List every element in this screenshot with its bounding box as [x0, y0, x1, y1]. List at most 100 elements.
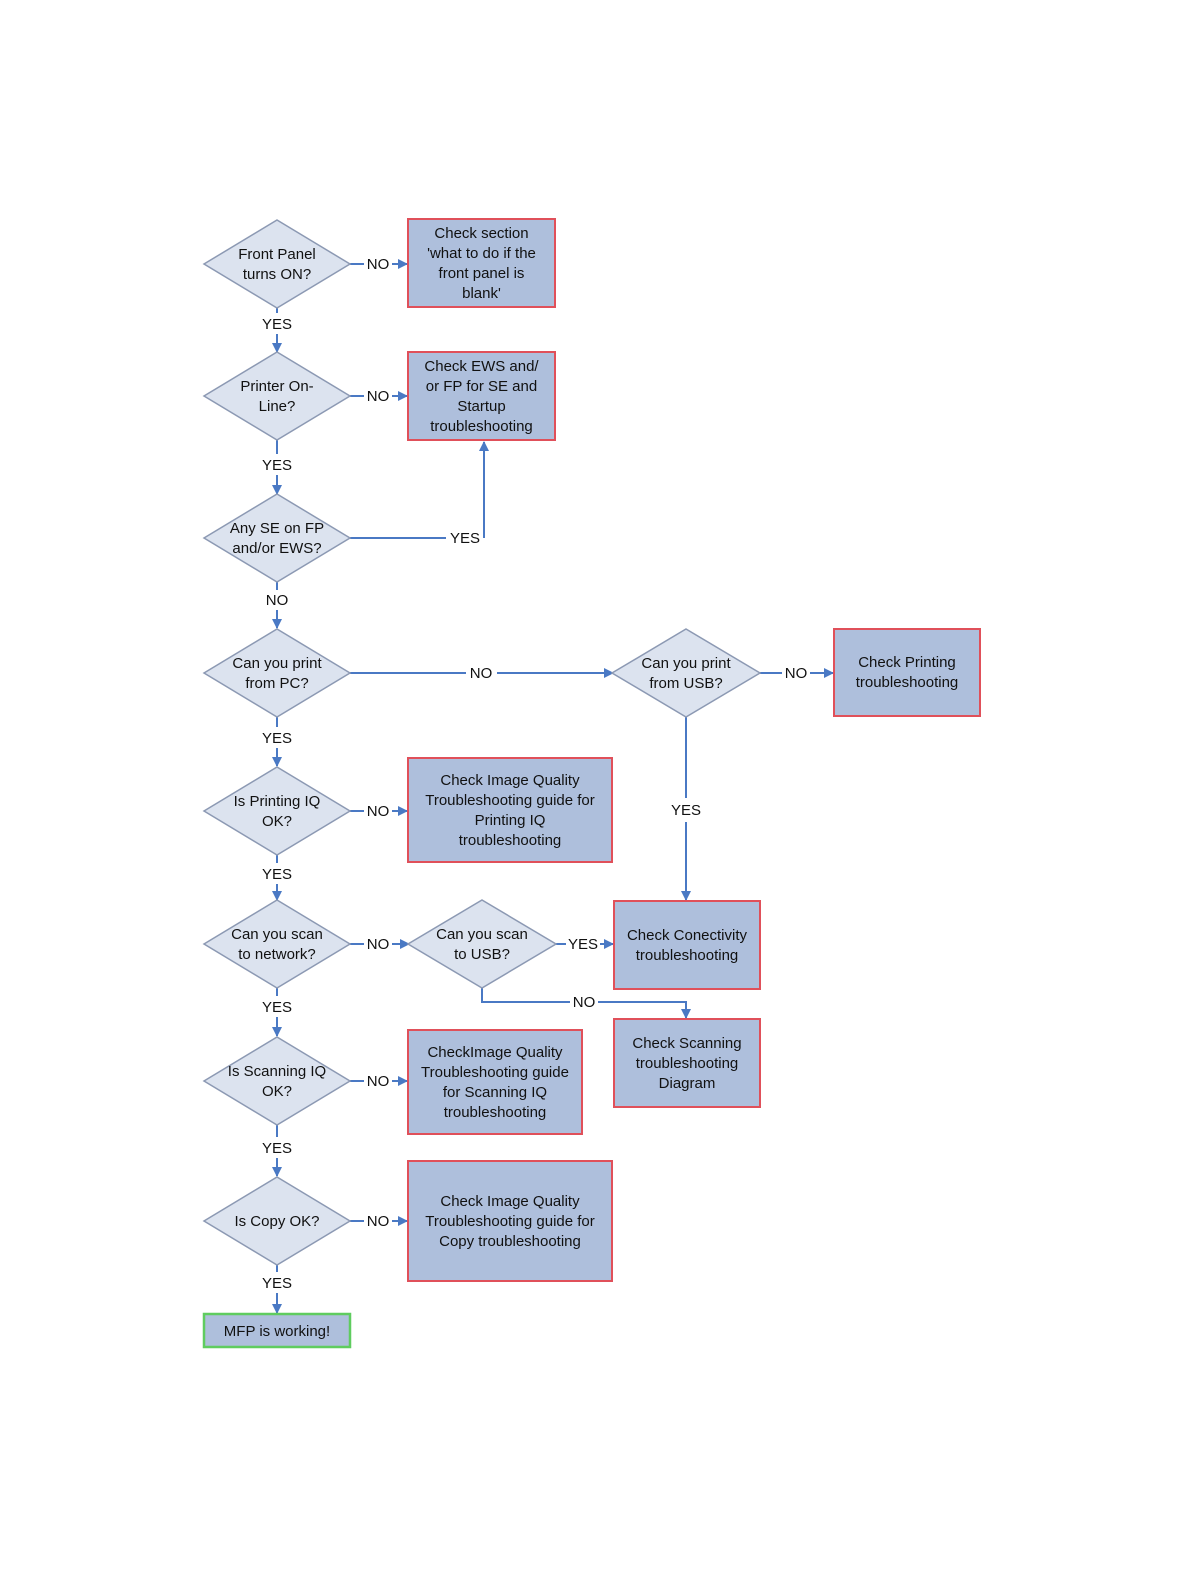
svg-text:Printer On-Line?: Printer On- Line? [240, 378, 313, 415]
decision-text-line: from PC? [245, 675, 308, 692]
label-yes: YES [262, 1275, 292, 1292]
connector-scan-usb-no [481, 988, 570, 1003]
action-text-line: Troubleshooting guide for [425, 792, 595, 809]
connector-labels: NO YES NO YES YES NO NO NO YES YES NO YE… [262, 256, 807, 1292]
action-text-line: Check section [434, 225, 528, 242]
decision-print-pc: Can you print from PC? [202, 628, 352, 718]
action-text-line: Troubleshooting guide [421, 1064, 569, 1081]
decision-text-line: OK? [262, 1083, 292, 1100]
action-text-line: troubleshooting [636, 1055, 739, 1072]
decision-text-line: Any SE on FP [230, 520, 324, 537]
label-yes: YES [450, 530, 480, 547]
action-text-line: front panel is [439, 265, 525, 282]
label-no: NO [470, 665, 493, 682]
label-yes: YES [262, 730, 292, 747]
decision-text-line: OK? [262, 813, 292, 830]
decision-print-usb: Can you print from USB? [610, 628, 762, 718]
action-text-line: for Scanning IQ [443, 1084, 547, 1101]
decision-front-panel: Front Panel turns ON? [202, 219, 352, 309]
decision-text-line: Can you print [641, 655, 731, 672]
label-no: NO [573, 994, 596, 1011]
decision-text-line: Can you scan [436, 926, 528, 943]
action-front-panel-blank: Check section 'what to do if the front pan… [407, 218, 556, 308]
decision-text-line: Printer On- [240, 378, 313, 395]
action-text-line: Check Conectivity [627, 927, 748, 944]
action-text-line: 'what to do if the [427, 245, 536, 262]
label-no: NO [367, 256, 390, 273]
action-text-line: Check EWS and/ [424, 358, 539, 375]
decision-printing-iq: Is Printing IQ OK? [202, 766, 352, 856]
action-text-line: Printing IQ [475, 812, 546, 829]
decision-text-line: Front Panel [238, 246, 316, 263]
action-text-line: Troubleshooting guide for [425, 1213, 595, 1230]
decision-printer-online: Printer On- Line? [202, 351, 352, 441]
end-node: MFP is working! [202, 1312, 352, 1349]
connectors [272, 259, 834, 1314]
label-yes: YES [262, 1140, 292, 1157]
decision-scanning-iq: Is Scanning IQ OK? [202, 1036, 352, 1126]
action-text-line: Check Printing [858, 654, 956, 671]
action-text-line: Copy troubleshooting [439, 1233, 581, 1250]
label-no: NO [367, 803, 390, 820]
label-no: NO [367, 388, 390, 405]
label-yes: YES [262, 457, 292, 474]
action-text-line: Diagram [659, 1075, 716, 1092]
label-no: NO [367, 1073, 390, 1090]
label-yes: YES [671, 802, 701, 819]
action-text-line: blank' [462, 285, 501, 302]
decision-text-line: turns ON? [243, 266, 311, 283]
decision-text-line: Can you print [232, 655, 322, 672]
action-text-line: Check Image Quality [440, 772, 580, 789]
action-text-line: troubleshooting [459, 832, 562, 849]
svg-text:Is Copy OK?: Is Copy OK? [234, 1213, 319, 1230]
label-no: NO [367, 936, 390, 953]
action-text-line: troubleshooting [430, 418, 533, 435]
action-text-line: Check Image Quality [440, 1193, 580, 1210]
label-yes: YES [262, 999, 292, 1016]
action-text-line: troubleshooting [636, 947, 739, 964]
end-label: MFP is working! [224, 1323, 330, 1340]
svg-text:Check section'what to do if th: Check section 'what to do if the front pan… [427, 225, 536, 302]
decision-text-line: Is Copy OK? [234, 1213, 319, 1230]
label-yes: YES [262, 316, 292, 333]
label-yes: YES [262, 866, 292, 883]
decision-text-line: to USB? [454, 946, 510, 963]
action-printing: Check Printing troubleshooting [833, 628, 981, 717]
decision-text-line: Can you scan [231, 926, 323, 943]
decision-text-line: Line? [259, 398, 296, 415]
label-no: NO [367, 1213, 390, 1230]
decision-text-line: Is Scanning IQ [228, 1063, 326, 1080]
label-no: NO [266, 592, 289, 609]
action-text-line: troubleshooting [856, 674, 959, 691]
decision-text-line: from USB? [649, 675, 722, 692]
action-text-line: troubleshooting [444, 1104, 547, 1121]
action-text-line: or FP for SE and [426, 378, 537, 395]
decision-text-line: Is Printing IQ [234, 793, 321, 810]
action-text-line: CheckImage Quality [427, 1044, 563, 1061]
decision-scan-usb: Can you scan to USB? [406, 899, 558, 989]
decision-text-line: and/or EWS? [232, 540, 321, 557]
connector-scan-usb-no-arrow [598, 1001, 691, 1019]
decision-any-se: Any SE on FP and/or EWS? [202, 493, 352, 583]
decision-copy-ok: Is Copy OK? [202, 1176, 352, 1266]
action-text-line: Startup [457, 398, 505, 415]
